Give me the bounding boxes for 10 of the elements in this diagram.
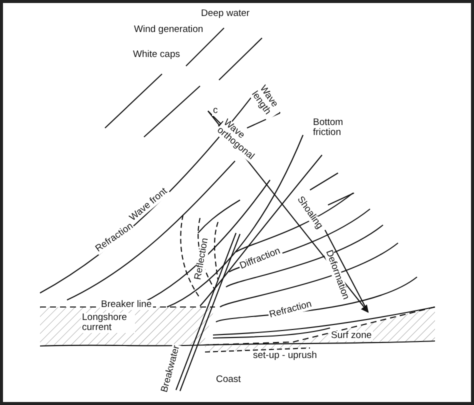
label-text: set-up - uprush (252, 351, 318, 361)
label-text: c (212, 106, 219, 116)
label-text: Wind generation (133, 25, 204, 35)
label-text: Deep water (200, 9, 251, 19)
label-text: Breaker line (100, 300, 153, 310)
label-text: White caps (132, 50, 181, 60)
label-text: Coast (215, 375, 242, 385)
label-text: Longshore current (81, 313, 135, 333)
label-text: Surf zone (330, 331, 373, 341)
label-text: Reflection (193, 236, 211, 282)
